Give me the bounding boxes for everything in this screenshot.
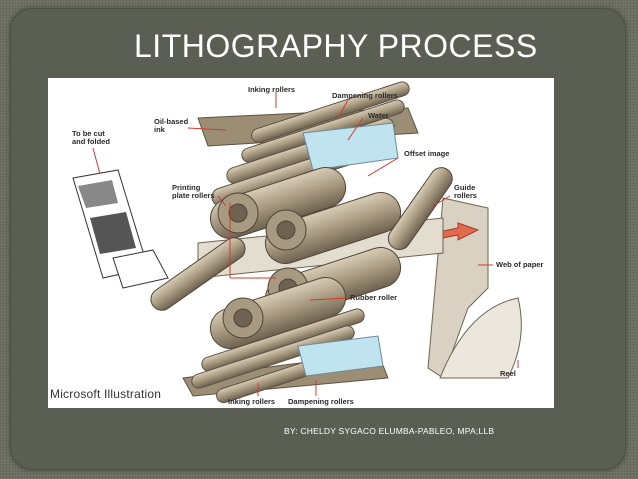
label-reel: Reel	[500, 369, 516, 378]
label-inking-rollers-bottom: Inking rollers	[228, 397, 276, 406]
label-inking-rollers-top: Inking rollers	[248, 85, 296, 94]
lithography-illustration: Inking rollers Dampening rollers Oil-bas…	[48, 78, 554, 408]
label-printing-plate-rollers: Printing plate rollers	[172, 183, 215, 200]
press-drawing	[72, 81, 522, 404]
label-guide-rollers: Guide rollers	[454, 183, 477, 200]
label-dampening-rollers-top: Dampening rollers	[332, 91, 398, 100]
author-byline: BY: CHELDY SYGACO ELUMBA-PABLEO, MPA;LLB	[284, 426, 495, 436]
illustration-credit: Microsoft Illustration	[50, 387, 162, 401]
label-rubber-roller: Rubber roller	[350, 293, 398, 302]
label-oil-based-ink: Oil-based ink	[154, 117, 189, 134]
label-water: Water	[368, 111, 389, 120]
label-to-be-cut: To be cut and folded	[72, 129, 110, 146]
label-dampening-rollers-bottom: Dampening rollers	[288, 397, 354, 406]
label-web-of-paper: Web of paper	[496, 260, 544, 269]
label-offset-image: Offset image	[404, 149, 450, 158]
slide-title: LITHOGRAPHY PROCESS	[134, 28, 538, 64]
